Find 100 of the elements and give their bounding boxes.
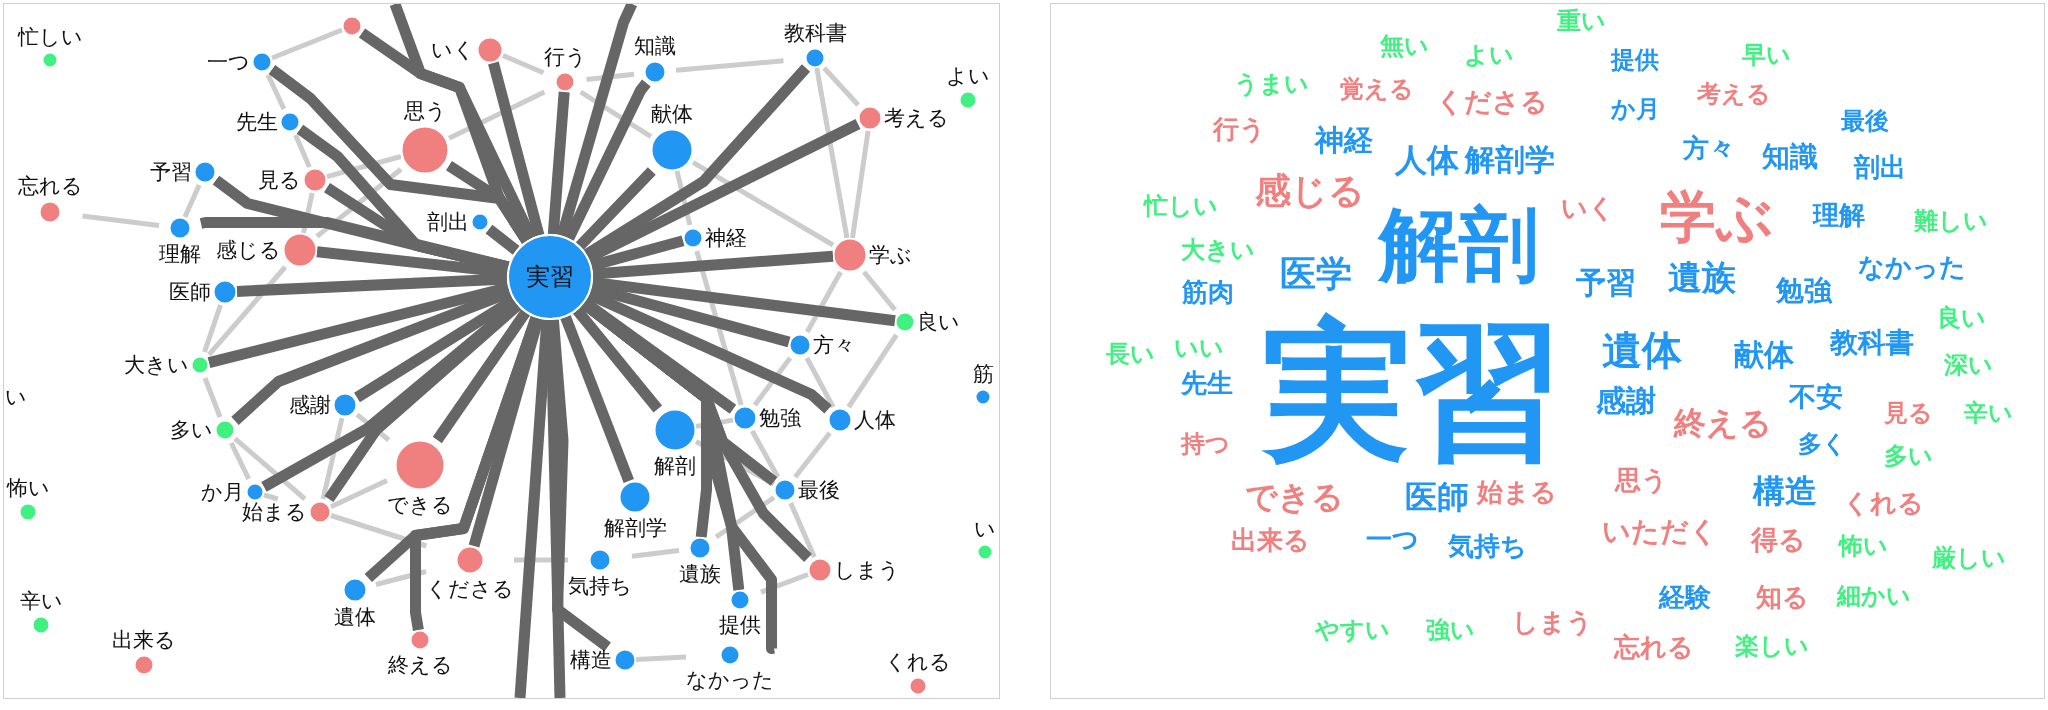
link-line (579, 89, 653, 139)
link-line (752, 356, 793, 407)
cloud-word: 医学 (1280, 256, 1352, 292)
link-line (293, 134, 312, 168)
link-line (714, 495, 776, 540)
node-label: 出来る (112, 627, 176, 653)
node-label: 多い (170, 417, 213, 443)
node-label: 剖出 (427, 209, 469, 235)
node-label: 解剖学 (603, 515, 667, 541)
cloud-word: 感じる (1255, 173, 1365, 209)
cloud-word: 忘れる (1614, 634, 1694, 660)
cloud-word: 人体 (1395, 144, 1459, 176)
cloud-word: 医師 (1405, 481, 1469, 513)
link-line (82, 213, 160, 228)
cloud-word: 知る (1755, 584, 1809, 610)
link-line (750, 429, 780, 479)
node-label: 人体 (854, 407, 896, 433)
node-label: 怖い (6, 475, 50, 501)
link-line (182, 184, 202, 218)
node-label: 思う (403, 98, 447, 124)
cloud-word: 多く (1797, 432, 1847, 456)
node-label: 構造 (570, 647, 612, 673)
node-label: 予習 (150, 159, 192, 185)
node-label: い (974, 516, 996, 542)
cloud-word: 始まる (1477, 479, 1557, 505)
node-label: 勉強 (759, 405, 801, 431)
cloud-word: 遺体 (1602, 330, 1682, 370)
strong-link-line (236, 273, 508, 297)
strong-link-line (316, 246, 508, 278)
cloud-word: 献体 (1734, 340, 1794, 370)
cloud-word: 教科書 (1830, 329, 1914, 357)
cloud-word: 知識 (1762, 143, 1818, 171)
cloud-word: 多い (1883, 444, 1933, 468)
node-label: 忙しい (17, 24, 83, 50)
node-label: しまう (834, 557, 900, 583)
node-label: 学ぶ (869, 242, 912, 268)
link-line (846, 333, 899, 409)
link-line (804, 356, 836, 409)
node-label: 大きい (124, 352, 189, 378)
cloud-word: 持つ (1180, 432, 1230, 456)
cloud-word: やすい (1314, 618, 1390, 642)
link-line (263, 492, 279, 502)
cloud-word: 重い (1556, 9, 1606, 33)
link-line (635, 654, 687, 662)
cloud-word: 行う (1212, 116, 1266, 142)
node-label: くださる (426, 576, 514, 602)
cloud-word: 経験 (1659, 584, 1711, 610)
cloud-word: 細かい (1837, 584, 1911, 608)
cloud-word: くださる (1436, 87, 1548, 115)
link-line (586, 71, 635, 83)
cloud-word: 深い (1943, 353, 1993, 377)
node-label: 実習 (526, 263, 574, 291)
node-label: 提供 (719, 612, 761, 638)
link-line (862, 270, 897, 312)
cloud-word: 大きい (1181, 238, 1255, 262)
strong-link-line (560, 315, 634, 483)
cloud-word: 見る (1883, 401, 1933, 425)
cloud-word: か月 (1610, 97, 1660, 121)
link-line (760, 572, 809, 595)
link-line (233, 436, 307, 501)
cloud-word: 理解 (1813, 202, 1865, 228)
cloud-word: 考える (1697, 82, 1771, 106)
cloud-word: 最後 (1841, 109, 1889, 133)
cloud-word: 出来る (1230, 527, 1310, 553)
cloud-word: よい (1464, 43, 1514, 67)
cloud-word: 難しい (1914, 209, 1988, 233)
node-label: 神経 (705, 225, 747, 251)
node-label: 遺体 (334, 604, 376, 630)
node-label: 行う (543, 44, 587, 70)
cloud-word: 神経 (1315, 125, 1373, 155)
cloud-word: 終える (1674, 407, 1772, 439)
cloud-word: 提供 (1611, 48, 1659, 72)
strong-link-line (592, 276, 896, 327)
cloud-word: 構造 (1753, 475, 1817, 507)
node-label: 感謝 (289, 392, 331, 418)
cloud-word: 一つ (1365, 526, 1419, 552)
link-line (447, 89, 546, 141)
cloud-word: うまい (1233, 72, 1309, 96)
cloud-word: 気持ち (1447, 533, 1527, 559)
strong-link-line (556, 4, 637, 238)
link-line (326, 154, 402, 180)
cloud-word: いく (1561, 195, 1615, 221)
cloud-word: 剖出 (1854, 154, 1906, 180)
strong-link-line (592, 250, 834, 280)
cloud-word: いただく (1602, 518, 1718, 546)
cloud-word: 辛い (1963, 401, 2013, 425)
node-label: 教科書 (783, 20, 847, 46)
strong-link-line (432, 309, 530, 444)
cloud-word: 先生 (1181, 370, 1233, 396)
cloud-word: 長い (1105, 342, 1155, 366)
cloud-word: 忙しい (1144, 194, 1218, 218)
node-label: 終える (387, 652, 453, 678)
node-label: い (5, 384, 27, 410)
node-label: 気持ち (568, 573, 632, 599)
node-label: 見る (258, 167, 301, 193)
link-line (315, 167, 403, 239)
cloud-word: できる (1244, 481, 1344, 513)
link-line (631, 548, 680, 559)
cloud-word: 学ぶ (1659, 189, 1773, 245)
link-line (793, 431, 832, 479)
